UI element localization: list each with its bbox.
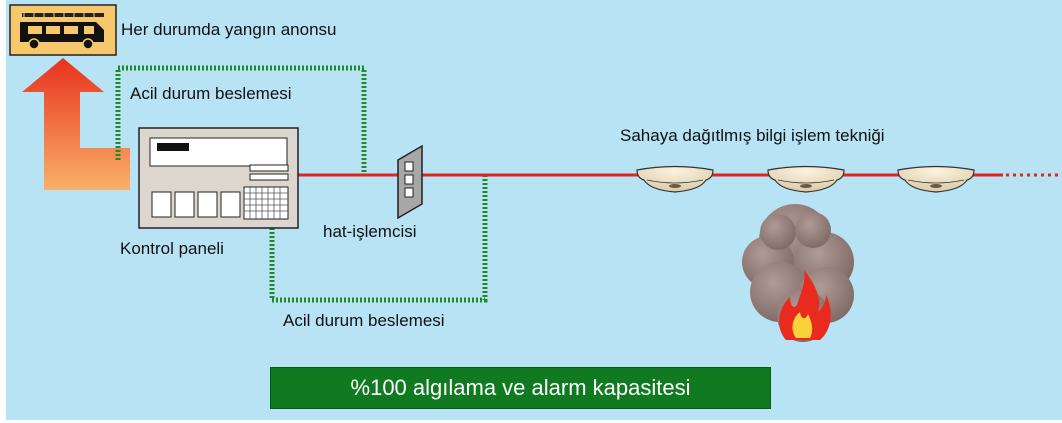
emergency-supply-lines [115, 65, 488, 303]
control-panel-label: Kontrol paneli [120, 239, 224, 258]
smoke-detector-icon [636, 165, 714, 193]
capacity-banner: %100 algılama ve alarm kapasitesi [270, 367, 771, 409]
emergency-supply-bottom-label: Acil durum beslemesi [283, 311, 445, 330]
control-panel-icon [138, 127, 299, 229]
flame-icon [779, 270, 831, 340]
smoke-detector-icon [897, 165, 975, 193]
line-processor-icon [397, 144, 423, 220]
emergency-supply-top-label: Acil durum beslemesi [130, 84, 292, 103]
fire-announcement-label: Her durumda yangın anonsu [121, 20, 337, 39]
fire-truck-icon [9, 4, 117, 56]
distributed-processing-label: Sahaya dağıtlmış bilgi işlem tekniği [620, 126, 885, 145]
capacity-banner-text: %100 algılama ve alarm kapasitesi [350, 375, 691, 400]
line-processor-label: hat-işlemcisi [323, 222, 417, 241]
smoke-detector-icon [767, 165, 845, 193]
alarm-arrow-icon [22, 58, 130, 190]
